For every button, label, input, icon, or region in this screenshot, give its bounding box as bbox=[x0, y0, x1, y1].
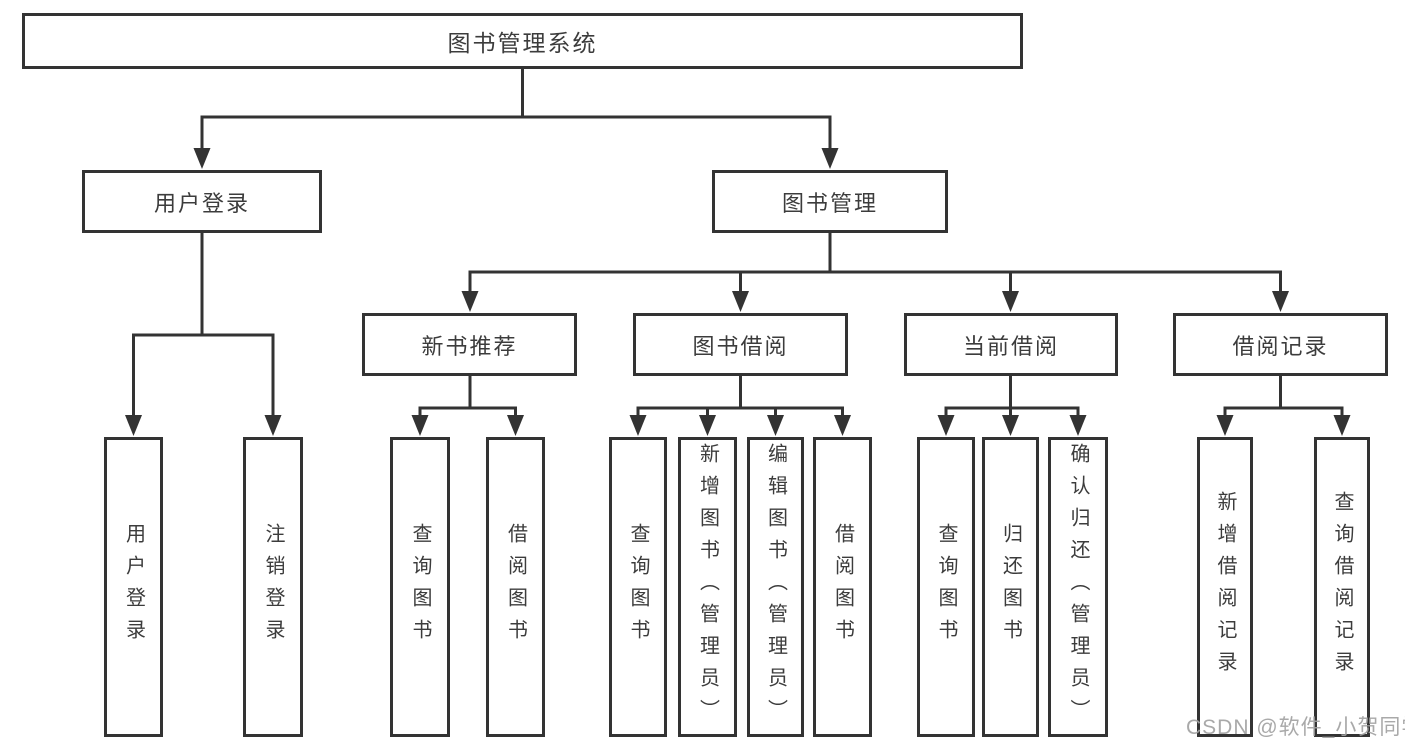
leaf-current-query-book: 查询图书 bbox=[917, 437, 975, 737]
leaf-borrow-query-book: 查询图书 bbox=[609, 437, 667, 737]
leaf-records-query-record: 查询借阅记录 bbox=[1314, 437, 1370, 737]
node-current-borrowing: 当前借阅 bbox=[904, 313, 1118, 376]
node-book-management: 图书管理 bbox=[712, 170, 948, 233]
node-label: 借阅记录 bbox=[1232, 333, 1329, 359]
node-label: 新书推荐 bbox=[421, 333, 518, 359]
leaf-logout: 注销登录 bbox=[243, 437, 303, 737]
leaf-label: 新增图书（管理员） bbox=[696, 443, 719, 731]
leaf-user-login: 用户登录 bbox=[104, 437, 163, 737]
leaf-current-return-book: 归还图书 bbox=[982, 437, 1039, 737]
leaf-label: 编辑图书（管理员） bbox=[764, 443, 787, 731]
leaf-label: 注销登录 bbox=[262, 523, 284, 651]
node-book-borrowing: 图书借阅 bbox=[633, 313, 848, 376]
leaf-label: 查询图书 bbox=[935, 523, 957, 651]
leaf-label: 借阅图书 bbox=[504, 523, 527, 651]
node-label: 当前借阅 bbox=[962, 333, 1059, 359]
node-label: 图书管理系统 bbox=[447, 30, 598, 56]
leaf-label: 新增借阅记录 bbox=[1214, 491, 1236, 683]
leaf-label: 归还图书 bbox=[999, 523, 1022, 651]
node-label: 图书管理 bbox=[781, 190, 878, 216]
node-user-login: 用户登录 bbox=[82, 170, 322, 233]
leaf-label: 用户登录 bbox=[122, 523, 145, 651]
leaf-borrow-edit-book-admin: 编辑图书（管理员） bbox=[747, 437, 804, 737]
node-new-book-recommend: 新书推荐 bbox=[362, 313, 577, 376]
node-label: 用户登录 bbox=[153, 190, 250, 216]
leaf-label: 查询图书 bbox=[627, 523, 649, 651]
csdn-watermark: CSDN @软件_小贺同学 bbox=[1186, 716, 1405, 739]
leaf-borrow-add-book-admin: 新增图书（管理员） bbox=[678, 437, 737, 737]
node-library-management-system: 图书管理系统 bbox=[22, 13, 1023, 69]
node-borrow-records: 借阅记录 bbox=[1173, 313, 1388, 376]
leaf-label: 查询借阅记录 bbox=[1331, 491, 1353, 683]
leaf-label: 借阅图书 bbox=[831, 523, 854, 651]
leaf-label: 确认归还（管理员） bbox=[1067, 443, 1089, 731]
leaf-borrow-borrow-book: 借阅图书 bbox=[813, 437, 872, 737]
leaf-current-confirm-return-admin: 确认归还（管理员） bbox=[1048, 437, 1108, 737]
leaf-label: 查询图书 bbox=[409, 523, 431, 651]
node-label: 图书借阅 bbox=[692, 333, 789, 359]
leaf-records-add-record: 新增借阅记录 bbox=[1197, 437, 1253, 737]
leaf-rec-borrow-book: 借阅图书 bbox=[486, 437, 545, 737]
leaf-rec-query-book: 查询图书 bbox=[390, 437, 450, 737]
